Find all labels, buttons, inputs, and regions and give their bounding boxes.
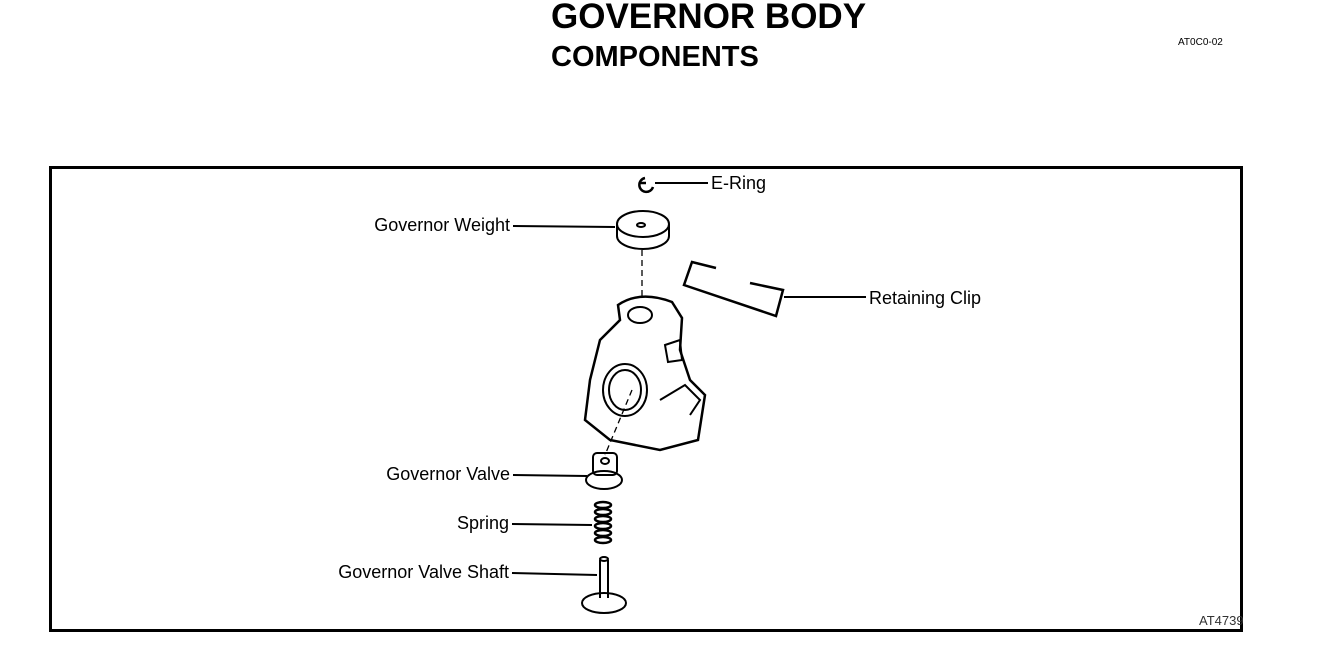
figure-id: AT4739 (1199, 613, 1244, 628)
label-governor-weight: Governor Weight (374, 215, 510, 235)
diagram-frame (49, 166, 1243, 632)
governor-valve-shaft-icon (581, 556, 627, 614)
label-governor-valve: Governor Valve (386, 464, 510, 484)
page-subtitle: COMPONENTS (551, 41, 759, 73)
leader-valve-shaft (511, 572, 598, 576)
page-title: GOVERNOR BODY (551, 0, 867, 36)
leader-spring (511, 523, 593, 526)
label-e-ring: E-Ring (711, 173, 767, 193)
spring-icon (593, 500, 613, 545)
governor-body-icon (583, 295, 707, 452)
document-code: AT0C0-02 (1178, 37, 1223, 48)
axis-line-middle (604, 389, 633, 456)
label-governor-valve-shaft: Governor Valve Shaft (338, 562, 509, 582)
leader-governor-weight (512, 225, 616, 228)
governor-valve-icon (585, 452, 623, 490)
leader-governor-valve (512, 474, 588, 477)
label-retaining-clip: Retaining Clip (869, 288, 982, 308)
e-ring-icon (638, 176, 655, 194)
label-spring: Spring (456, 513, 509, 533)
governor-weight-icon (616, 210, 670, 250)
retaining-clip-icon (682, 260, 785, 318)
